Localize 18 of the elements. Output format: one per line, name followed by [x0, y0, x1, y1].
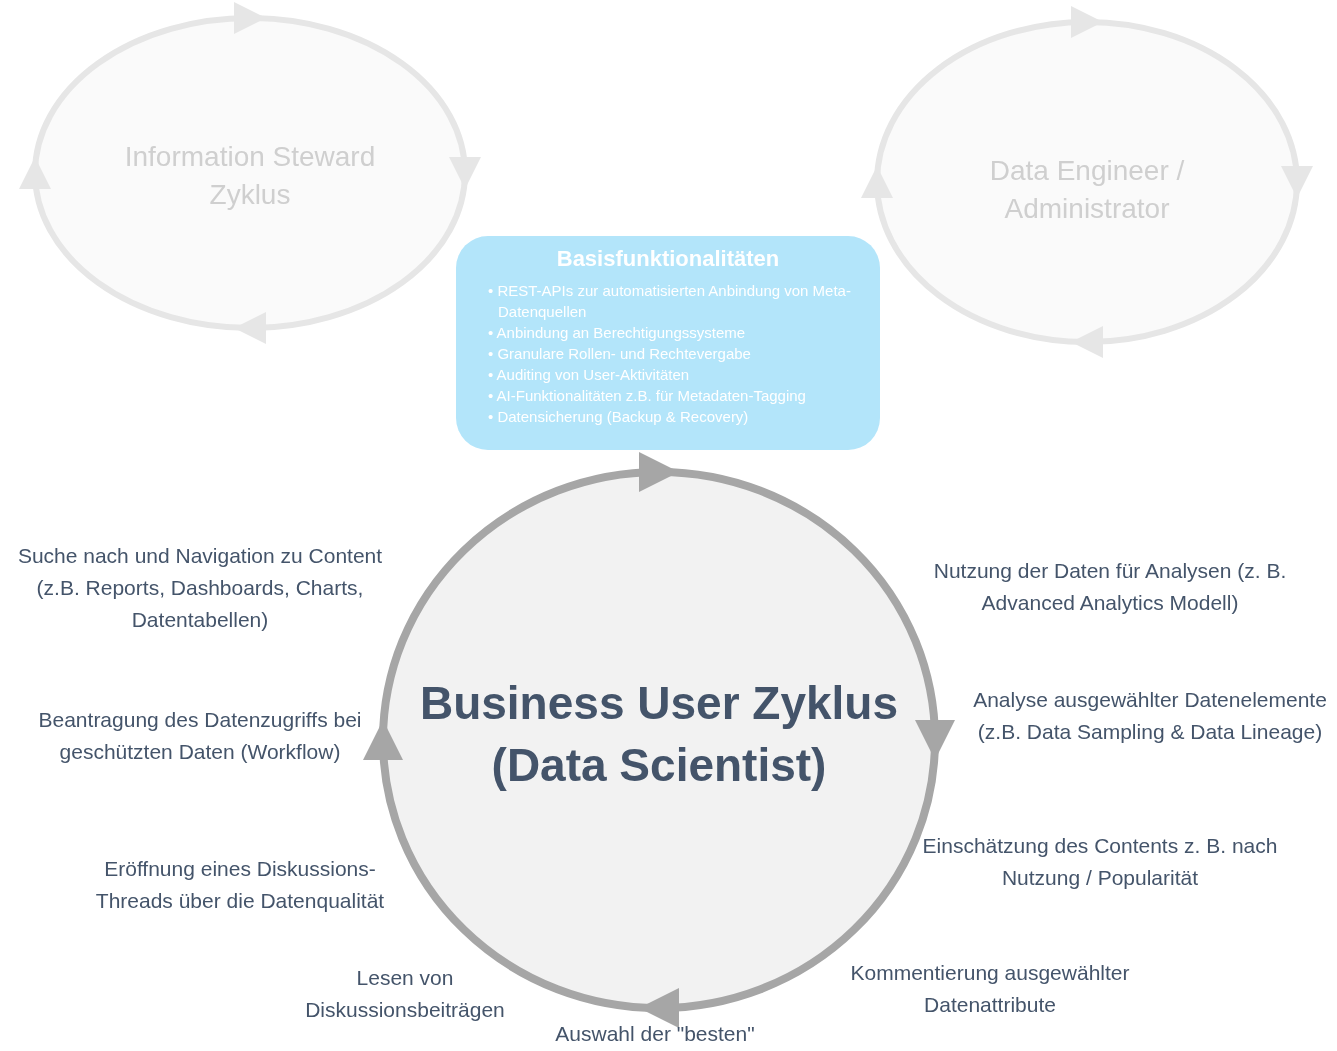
step-label: Beantragung des Datenzugriffs bei geschützten Daten (Workflow) — [37, 707, 363, 765]
feature-panel — [456, 236, 880, 450]
bullet-item: • Datensicherung (Backup & Recovery) — [488, 407, 750, 427]
step-label: Eröffnung eines Diskussions-Threads über die Datenqualität — [94, 856, 386, 914]
step-label: Kommentierung ausgewählter Datenattribute — [849, 960, 1131, 1018]
cycle-ellipse — [877, 22, 1297, 342]
bullet-item: • Anbindung an Berechtigungssysteme — [488, 323, 747, 343]
step-label: Suche nach und Navigation zu Content (z.B. Reports, Dashboards, Charts, Datentabellen) — [16, 543, 384, 633]
panel-heading: Basisfunktionalitäten — [555, 246, 781, 272]
bullet-item: • AI-Funktionalitäten z.B. für Metadaten-Tagging — [488, 386, 807, 406]
step-label: Analyse ausgewählter Datenelemente (z.B. Data Sampling & Data Lineage) — [972, 687, 1328, 745]
bullet-item: • REST-APIs zur automatisierten Anbindung von Meta-Datenquellen — [488, 281, 852, 322]
step-label: Nutzung der Daten für Analysen (z. B. Advanced Analytics Modell) — [932, 558, 1288, 616]
bullet-item: • Auditing von User-Aktivitäten — [488, 365, 691, 385]
cycle-ellipse — [35, 18, 465, 328]
step-label: Einschätzung des Contents z. B. nach Nutzung / Popularität — [921, 833, 1279, 891]
step-label: Auswahl der "besten" — [554, 1021, 756, 1047]
bullet-item: • Granulare Rollen- und Rechtevergabe — [488, 344, 752, 364]
